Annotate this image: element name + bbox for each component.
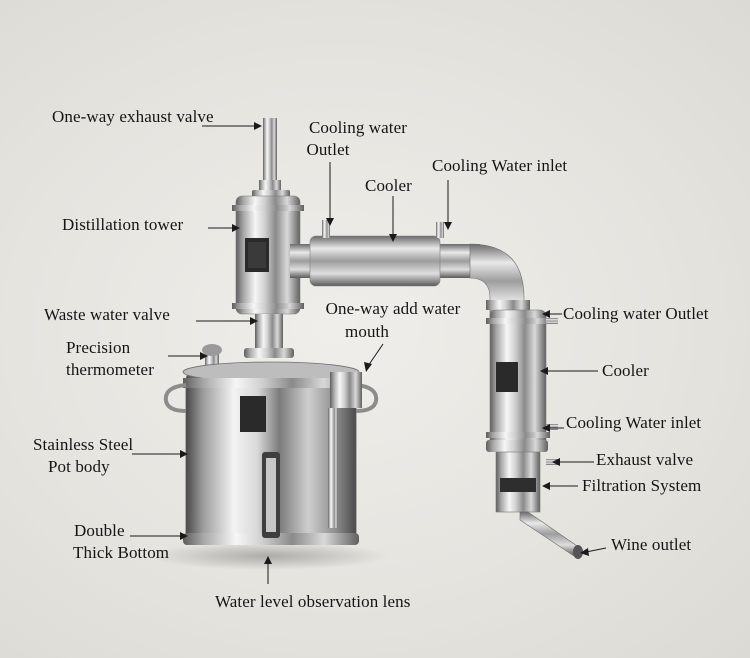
label-cooling-water-inlet-top: Cooling Water inlet (432, 156, 568, 175)
arrow-left-icon (254, 122, 262, 130)
label-filtration-system: Filtration System (582, 476, 702, 495)
label-add-water-mouth-2: mouth (345, 322, 389, 341)
leader-add-water (367, 343, 384, 367)
arrow-left-icon (580, 548, 589, 556)
label-pot-body: Pot body (48, 457, 110, 476)
label-wine-outlet: Wine outlet (611, 535, 692, 554)
label-stainless-steel: Stainless Steel (33, 435, 134, 454)
label-one-way-exhaust-valve: One-way exhaust valve (52, 107, 214, 126)
label-thick-bottom: Thick Bottom (73, 543, 170, 562)
label-waste-water-valve: Waste water valve (44, 305, 170, 324)
arrow-left-icon (232, 224, 240, 232)
arrow-left-icon (180, 450, 188, 458)
arrow-left-icon (250, 317, 258, 325)
arrow-left-icon (542, 310, 550, 318)
leader-wine-outlet (585, 547, 607, 553)
label-cooling-water-outlet-top-2: Outlet (306, 140, 350, 159)
arrow-down-icon (326, 218, 334, 226)
label-thermometer: thermometer (66, 360, 154, 379)
arrow-down-icon (444, 222, 452, 230)
arrow-diagonal-icon (364, 362, 372, 372)
label-cooler-right: Cooler (602, 361, 649, 380)
arrow-left-icon (540, 367, 548, 375)
label-cooling-water-outlet-top-1: Cooling water (308, 118, 408, 137)
arrow-left-icon (542, 482, 550, 490)
label-distillation-tower: Distillation tower (62, 215, 184, 234)
label-precision: Precision (66, 338, 131, 357)
label-exhaust-valve-right: Exhaust valve (596, 450, 694, 469)
arrow-left-icon (180, 532, 188, 540)
arrow-down-icon (389, 234, 397, 242)
arrow-left-icon (542, 424, 550, 432)
label-double: Double (74, 521, 125, 540)
label-cooler-top: Cooler (365, 176, 412, 195)
arrow-left-icon (200, 352, 208, 360)
label-add-water-mouth-1: One-way add water (325, 299, 461, 318)
arrow-up-icon (264, 556, 272, 564)
label-cooling-water-inlet-right: Cooling Water inlet (566, 413, 702, 432)
label-cooling-water-outlet-right: Cooling water Outlet (563, 304, 709, 323)
label-water-level-lens: Water level observation lens (215, 592, 411, 611)
arrow-left-icon (552, 458, 560, 466)
